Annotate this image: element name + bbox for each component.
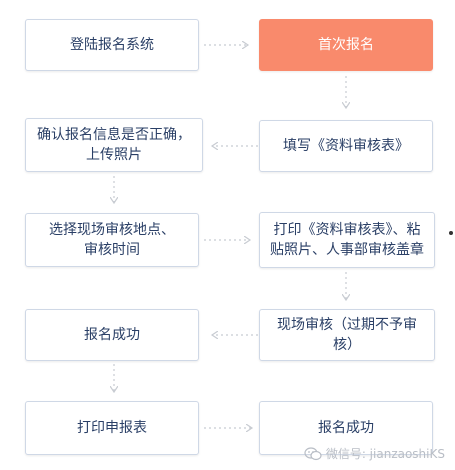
node-print-application-label: 打印申报表 [77, 420, 147, 436]
watermark: 微信号: jianzaoshiKS [304, 445, 445, 462]
node-confirm-info: 确认报名信息是否正确， 上传照片 [25, 118, 203, 172]
watermark-text: 微信号: jianzaoshiKS [325, 447, 445, 461]
node-onsite-review: 现场审核（过期不予审核） [259, 309, 435, 361]
node-signup-success-left: 报名成功 [25, 309, 199, 361]
node-onsite-review-label: 现场审核（过期不予审核） [277, 317, 417, 353]
node-signup-success-right: 报名成功 [259, 401, 433, 455]
node-print-application: 打印申报表 [25, 401, 199, 455]
node-login: 登陆报名系统 [25, 19, 199, 71]
edge-dot [449, 231, 453, 235]
node-fill-form-label: 填写《资料审核表》 [283, 138, 409, 154]
node-choose-location: 选择现场审核地点、 审核时间 [25, 213, 199, 267]
node-confirm-info-label: 确认报名信息是否正确， 上传照片 [37, 127, 191, 163]
node-print-form: 打印《资料审核表》、粘 贴照片、人事部审核盖章 [259, 212, 435, 268]
node-signup-success-left-label: 报名成功 [84, 327, 140, 343]
node-first-signup: 首次报名 [259, 19, 433, 71]
node-signup-success-right-label: 报名成功 [318, 420, 374, 436]
node-first-signup-label: 首次报名 [318, 37, 374, 53]
node-fill-form: 填写《资料审核表》 [259, 120, 433, 172]
node-print-form-label: 打印《资料审核表》、粘 贴照片、人事部审核盖章 [270, 222, 424, 258]
node-choose-location-label: 选择现场审核地点、 审核时间 [49, 222, 175, 258]
wechat-icon [304, 446, 322, 460]
node-login-label: 登陆报名系统 [70, 37, 154, 53]
